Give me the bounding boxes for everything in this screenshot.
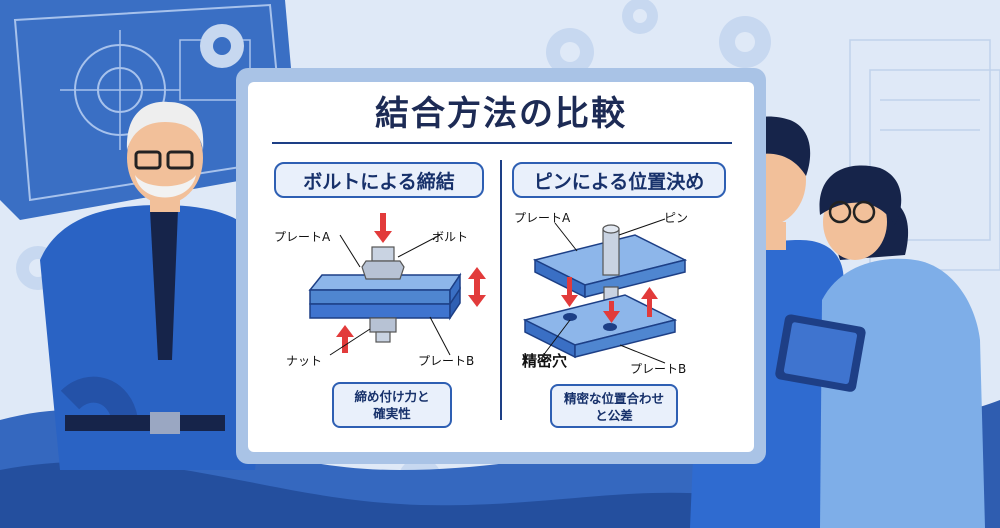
label-pin: ピン xyxy=(664,211,689,225)
label-nut: ナット xyxy=(286,354,323,368)
page-title: 結合方法の比較 xyxy=(375,94,627,134)
title-underline xyxy=(272,142,732,144)
pin-heading: ピンによる位置決め xyxy=(512,162,726,198)
label-plate-b-right: プレートB xyxy=(630,362,687,376)
force-arrow-up xyxy=(336,325,354,353)
bolt-heading: ボルトによる締結 xyxy=(274,162,484,198)
pin-diagram xyxy=(522,218,688,364)
align-arrow-down-center xyxy=(603,301,620,323)
label-plate-a-right: プレートA xyxy=(514,211,571,225)
pin-note-line2: と公差 xyxy=(595,408,633,423)
label-precision-hole: 精密穴 xyxy=(522,352,568,370)
label-plate-b-left: プレートB xyxy=(418,354,475,368)
bolt-note: 締め付け力と 確実性 xyxy=(332,382,452,428)
bolt-note-line2: 確実性 xyxy=(373,406,411,421)
bolt-diagram xyxy=(308,213,486,356)
pin-note-line1: 精密な位置合わせ xyxy=(563,391,664,406)
align-arrow-down-left xyxy=(561,277,578,307)
align-arrow-up-right xyxy=(641,287,658,317)
force-arrow-down xyxy=(374,213,392,243)
bolt-note-line1: 締め付け力と xyxy=(354,389,430,404)
label-bolt: ボルト xyxy=(432,230,469,244)
label-plate-a-left: プレートA xyxy=(274,230,331,244)
panel-divider xyxy=(500,160,502,420)
pin-note: 精密な位置合わせ と公差 xyxy=(550,384,678,428)
listener-woman-figure xyxy=(775,165,985,528)
clamp-arrow-vertical xyxy=(468,267,486,307)
